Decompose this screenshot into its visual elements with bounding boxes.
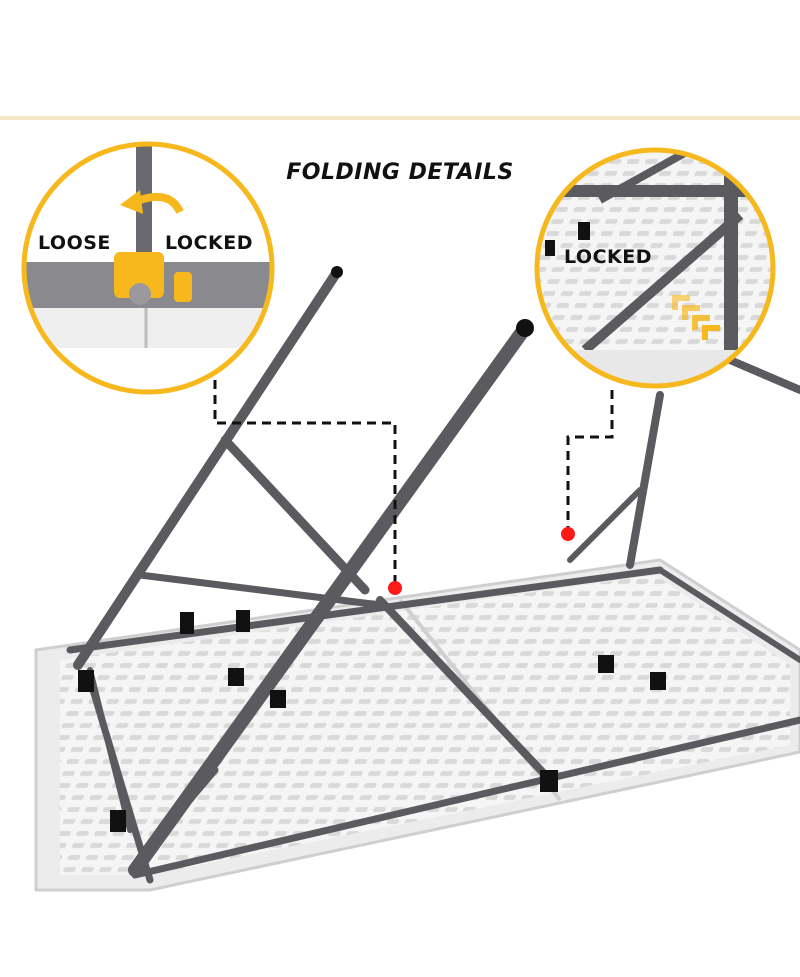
right-detail-circle [534, 147, 776, 389]
leg-cap-left [331, 266, 343, 278]
left-detail-circle [21, 141, 275, 395]
top-divider [0, 116, 800, 120]
front-leg [128, 321, 532, 877]
hinge-marker-dot [388, 581, 402, 595]
locked-label-right: LOCKED [564, 246, 652, 268]
brace-marker-dot [561, 527, 575, 541]
locked-label-left: LOCKED [165, 232, 253, 254]
loose-label: LOOSE [38, 232, 111, 254]
right-leg-assembly [567, 356, 800, 569]
section-title: FOLDING DETAILS [286, 160, 514, 185]
tabletop [34, 558, 800, 892]
top-band [0, 0, 800, 118]
left-leg-assembly [73, 267, 384, 833]
frame-clips [78, 610, 666, 832]
callout-connectors [213, 380, 614, 588]
leg-cap-front [516, 319, 534, 337]
